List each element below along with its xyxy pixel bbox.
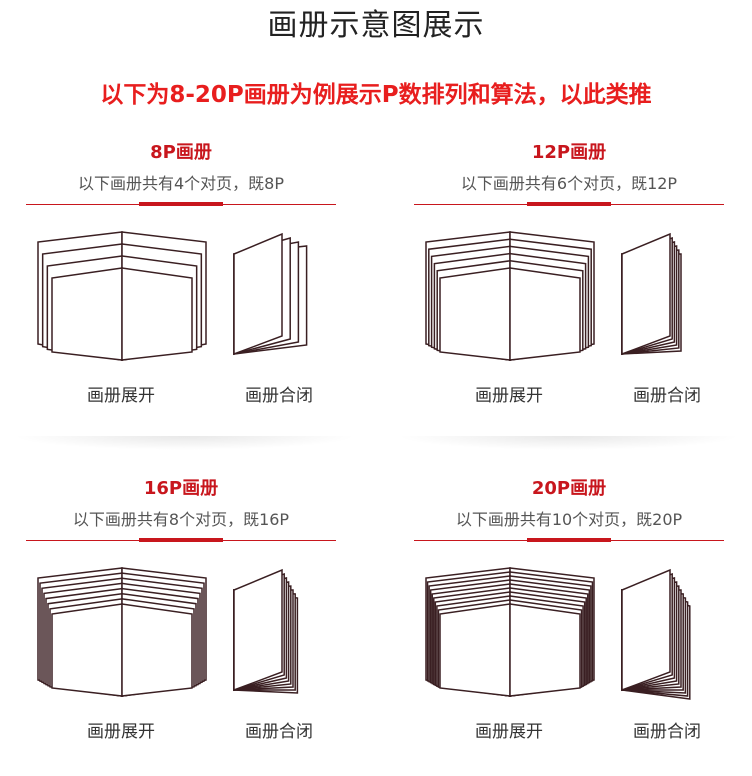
open-label: 画册展开 [87, 722, 155, 742]
panel-description: 以下画册共有4个对页，既8P [77, 174, 284, 193]
open-brochure-illustration [425, 231, 595, 361]
open-label: 画册展开 [475, 722, 543, 742]
panel-8p: 8P画册 以下画册共有4个对页，既8P 画册展开 画册合闭 [26, 140, 336, 440]
page-left [439, 267, 511, 361]
page-left [439, 603, 511, 697]
section-shadow-right [396, 436, 741, 450]
panel-20p: 20P画册 以下画册共有10个对页，既20P 画册展开 画册合闭 [414, 476, 724, 776]
closed-label: 画册合闭 [633, 386, 701, 406]
closed-brochure-illustration [621, 232, 682, 356]
closed-page [233, 232, 283, 356]
panel-title: 20P画册 [531, 478, 607, 499]
panel-title: 8P画册 [150, 142, 212, 163]
page-title: 画册示意图展示 [267, 8, 485, 43]
closed-page [621, 568, 671, 692]
divider-accent [527, 202, 611, 206]
section-shadow-left [12, 436, 357, 450]
page-right [509, 603, 581, 697]
closed-label: 画册合闭 [245, 722, 313, 742]
open-label: 画册展开 [475, 386, 543, 406]
panel-description: 以下画册共有10个对页，既20P [455, 510, 683, 529]
panel-description: 以下画册共有8个对页，既16P [72, 510, 290, 529]
closed-label: 画册合闭 [633, 722, 701, 742]
closed-page [621, 232, 671, 356]
open-brochure-illustration [37, 567, 207, 697]
panel-12p: 12P画册 以下画册共有6个对页，既12P 画册展开 画册合闭 [414, 140, 724, 440]
closed-brochure-illustration [233, 232, 308, 356]
divider-accent [139, 202, 223, 206]
open-label: 画册展开 [87, 386, 155, 406]
closed-brochure-illustration [621, 568, 691, 700]
page-right [509, 267, 581, 361]
closed-page [233, 568, 283, 692]
open-brochure-illustration [425, 567, 595, 697]
closed-label: 画册合闭 [245, 386, 313, 406]
page-right [121, 603, 193, 697]
page-right [121, 267, 193, 361]
panel-16p: 16P画册 以下画册共有8个对页，既16P 画册展开 画册合闭 [26, 476, 336, 776]
panel-title: 16P画册 [143, 478, 219, 499]
page-subtitle: 以下为8-20P画册为例展示P数排列和算法，以此类推 [100, 82, 652, 108]
panel-description: 以下画册共有6个对页，既12P [460, 174, 678, 193]
closed-brochure-illustration [233, 568, 299, 694]
divider-accent [527, 538, 611, 542]
open-brochure-illustration [37, 231, 207, 361]
page-left [51, 603, 123, 697]
panel-title: 12P画册 [531, 142, 607, 163]
page-left [51, 267, 123, 361]
divider-accent [139, 538, 223, 542]
